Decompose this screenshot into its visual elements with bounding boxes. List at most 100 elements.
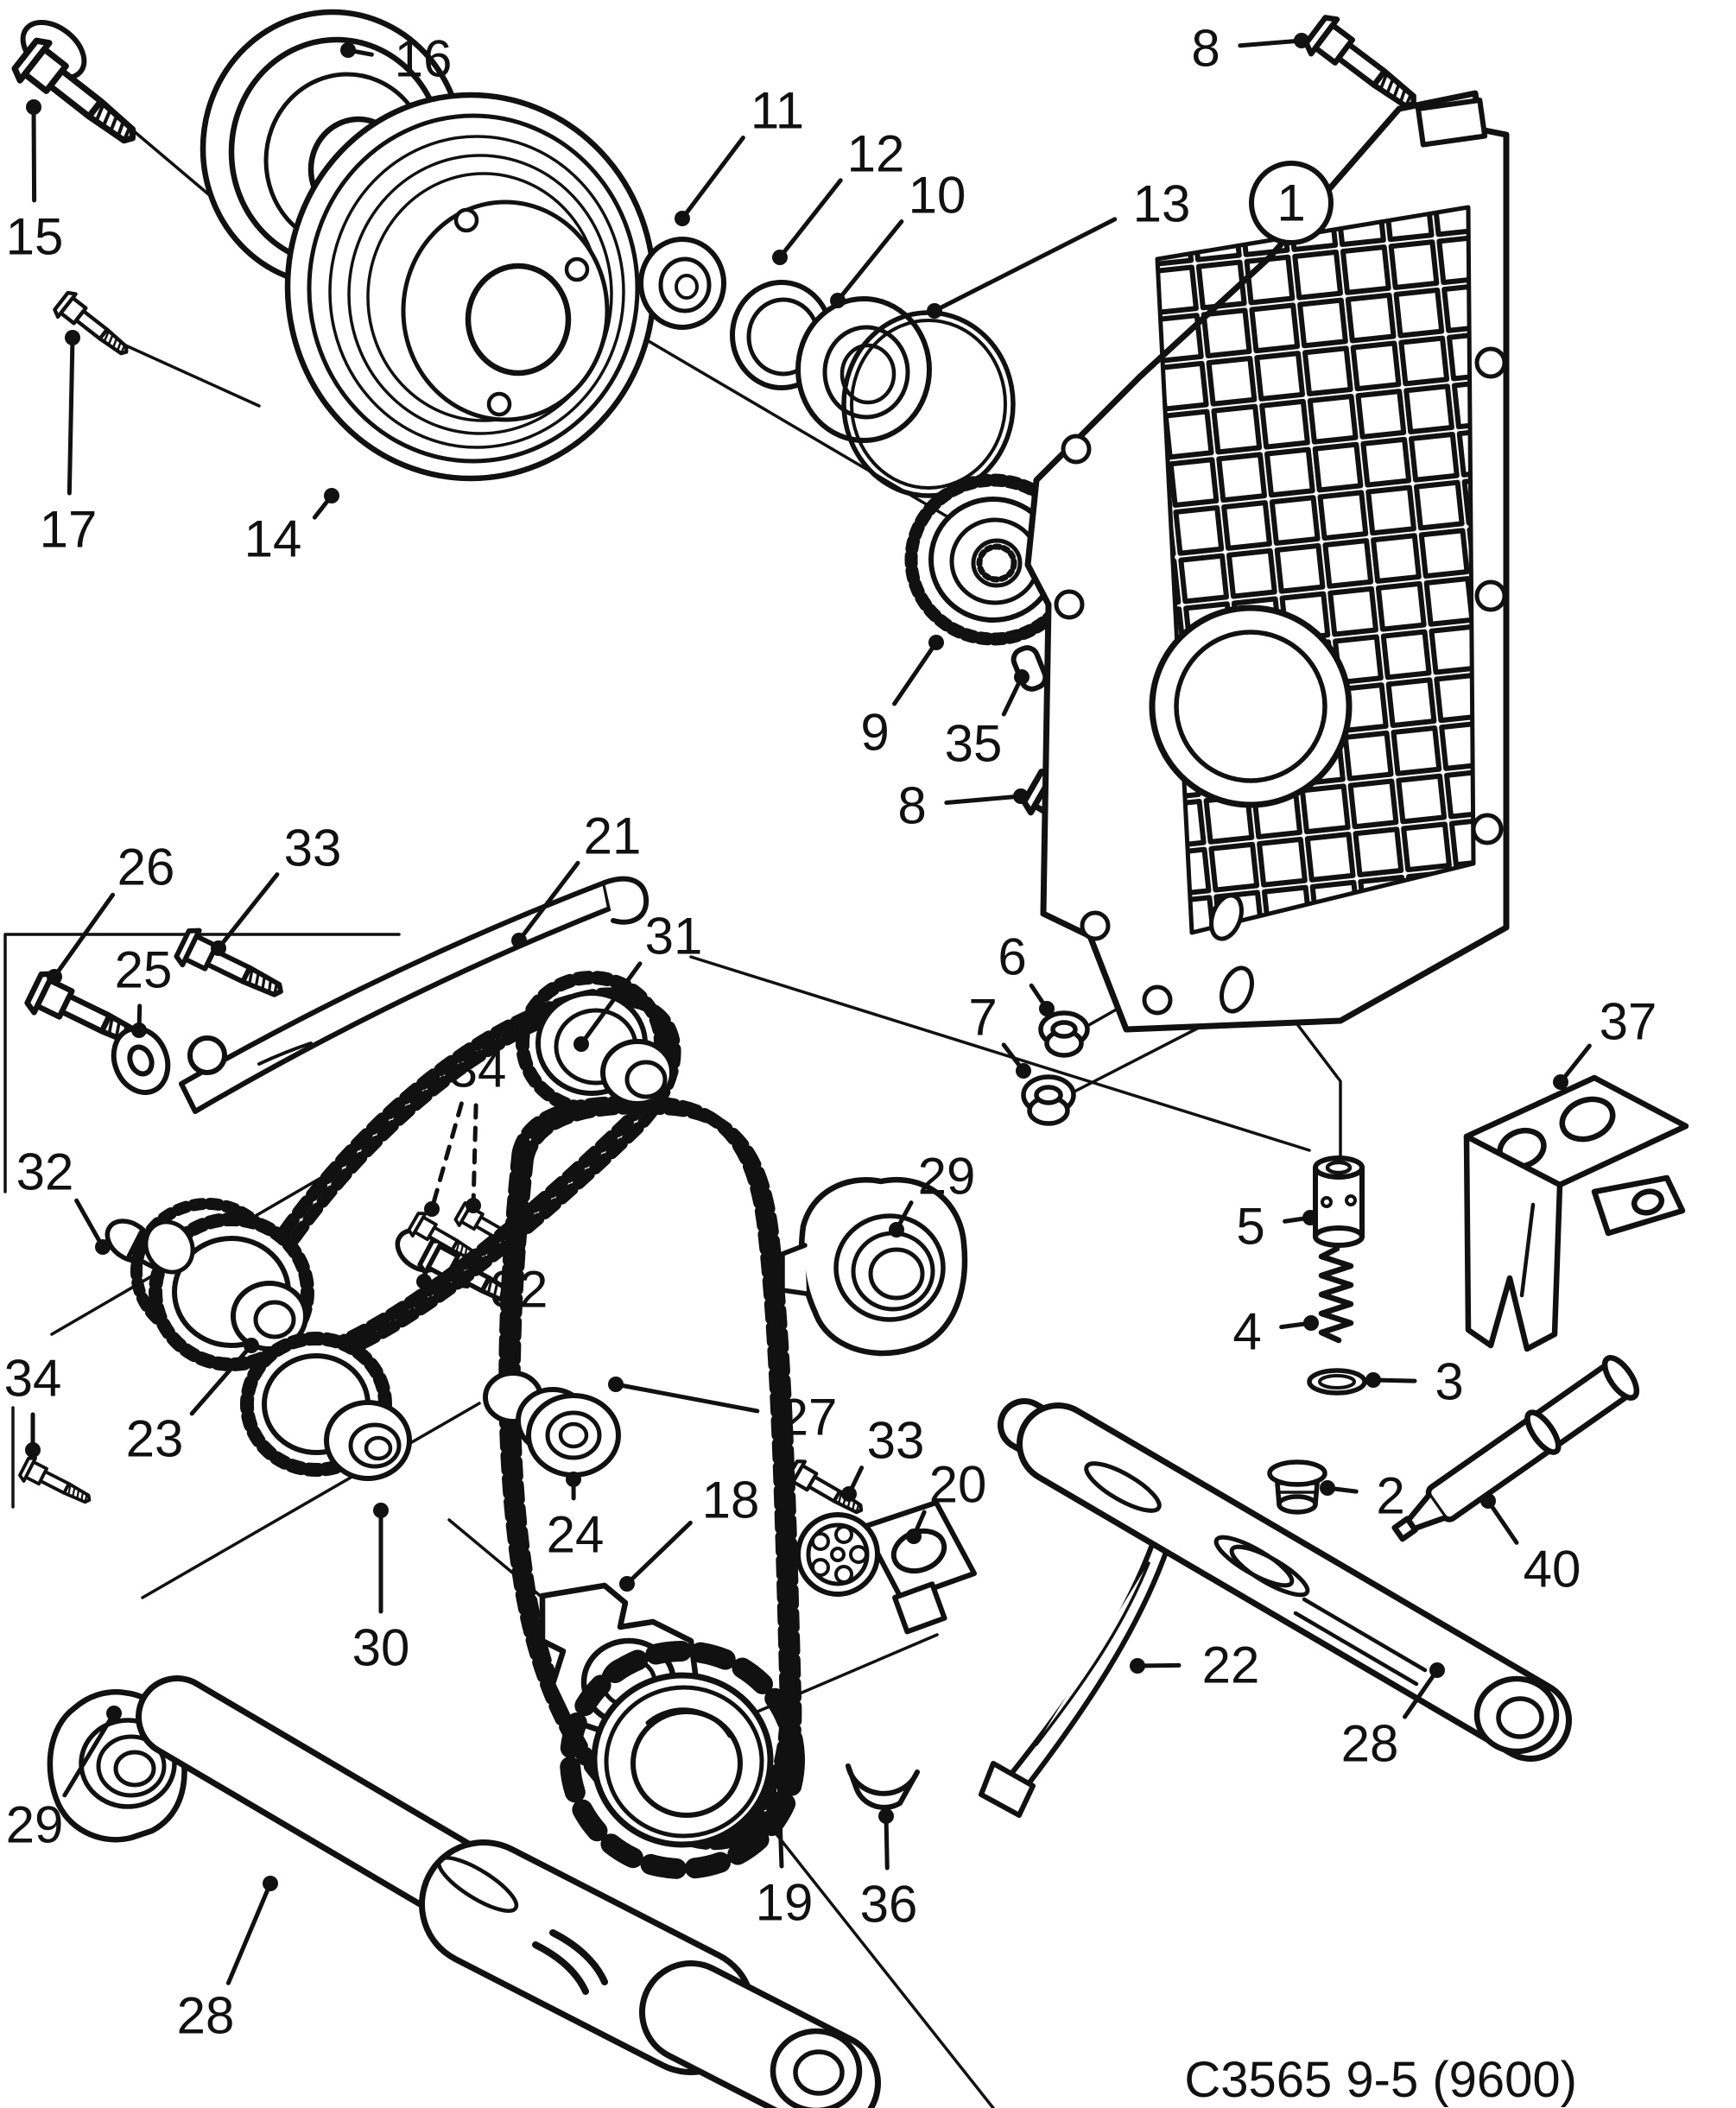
svg-text:1: 1 (1277, 174, 1305, 232)
callout-8: 8 (897, 777, 1029, 835)
callout-21: 21 (511, 807, 642, 948)
svg-text:37: 37 (1600, 993, 1657, 1051)
svg-text:40: 40 (1524, 1541, 1581, 1598)
svg-text:23: 23 (126, 1410, 184, 1468)
svg-text:27: 27 (780, 1389, 838, 1446)
callout-7: 7 (968, 989, 1031, 1079)
callout-18: 18 (619, 1472, 759, 1592)
seal-washer-6 (1038, 1010, 1090, 1058)
svg-text:22: 22 (1202, 1636, 1260, 1694)
callout-4: 4 (1232, 1303, 1319, 1361)
callout-19: 19 (756, 1809, 814, 1932)
callout-24: 24 (547, 1472, 605, 1564)
svg-text:9: 9 (860, 704, 889, 762)
woodruff-key-36 (846, 1763, 920, 1810)
svg-text:18: 18 (702, 1472, 760, 1529)
callout-16: 16 (340, 30, 452, 88)
callout-30: 30 (352, 1503, 409, 1677)
plug-2 (1267, 1459, 1327, 1515)
svg-text:29: 29 (6, 1796, 64, 1854)
svg-text:4: 4 (1232, 1303, 1261, 1361)
chain-guide-21 (179, 876, 649, 1114)
callout-25: 25 (115, 941, 173, 1038)
seal-housing-10 (795, 296, 932, 443)
svg-text:29: 29 (918, 1148, 976, 1206)
svg-text:14: 14 (244, 510, 302, 568)
callout-37: 37 (1553, 993, 1657, 1090)
svg-text:17: 17 (40, 501, 98, 559)
callout-29: 29 (6, 1706, 122, 1854)
callout-2: 2 (1320, 1467, 1405, 1525)
svg-text:24: 24 (547, 1506, 605, 1564)
hub-11 (638, 237, 726, 330)
callout-15: 15 (6, 99, 64, 266)
svg-text:3: 3 (1435, 1353, 1463, 1411)
balance-sprocket-31 (516, 971, 675, 1116)
svg-text:35: 35 (945, 715, 1003, 773)
svg-text:13: 13 (1133, 175, 1191, 233)
callout-40: 40 (1480, 1493, 1581, 1598)
pilot-valve-5 (1313, 1155, 1365, 1248)
callout-27: 27 (608, 1377, 837, 1446)
idler-gear-23 (130, 1198, 314, 1371)
camshaft-adjuster-24 (483, 1371, 621, 1478)
callout-32: 32 (416, 1261, 548, 1319)
callout-34: 34 (4, 1350, 61, 1458)
svg-text:25: 25 (115, 941, 173, 999)
callout-26: 26 (47, 839, 175, 984)
svg-text:15: 15 (6, 208, 64, 266)
crank-sprocket-19 (560, 1641, 805, 1879)
seal-washer-7 (1021, 1074, 1076, 1126)
installer-tool-40 (1391, 1355, 1640, 1542)
svg-text:12: 12 (847, 125, 905, 183)
callout-13: 13 (927, 175, 1191, 319)
callout-28: 28 (1341, 1662, 1445, 1773)
svg-text:32: 32 (491, 1261, 548, 1319)
svg-text:26: 26 (117, 839, 175, 896)
svg-text:16: 16 (395, 30, 453, 88)
svg-text:34: 34 (449, 1041, 507, 1098)
callout-33: 33 (211, 820, 342, 956)
bolt-33-top (174, 927, 289, 1009)
callout-10: 10 (830, 167, 966, 308)
callout-9: 9 (860, 635, 944, 762)
balance-shaft-28-right (998, 1398, 1572, 1762)
balance-gear-30 (240, 1332, 412, 1481)
callout-28: 28 (177, 1876, 278, 2045)
callout-1: 1 (1249, 161, 1334, 245)
callout-33: 33 (841, 1412, 924, 1502)
svg-text:21: 21 (584, 807, 642, 865)
callout-6: 6 (998, 928, 1055, 1016)
callout-8: 8 (1191, 20, 1309, 78)
washer-25 (111, 1026, 171, 1095)
chain-tensioner-20 (795, 1500, 977, 1635)
svg-text:20: 20 (929, 1456, 987, 1514)
crankshaft-gear-9 (904, 473, 1082, 646)
svg-text:6: 6 (998, 928, 1026, 986)
callout-11: 11 (675, 82, 804, 226)
bolt-34-left (16, 1453, 98, 1514)
callout-35: 35 (945, 669, 1030, 773)
drawing-code-caption: C3565 9-5 (9600) (1184, 2052, 1577, 2108)
svg-text:19: 19 (756, 1874, 814, 1932)
callout-17: 17 (40, 330, 98, 559)
grooved-pulley-14 (284, 92, 657, 482)
callout-3: 3 (1365, 1353, 1464, 1411)
callout-22: 22 (1130, 1636, 1259, 1694)
svg-text:7: 7 (968, 989, 997, 1047)
callout-32: 32 (16, 1143, 111, 1255)
callout-34: 34 (424, 1041, 507, 1217)
callout-5: 5 (1236, 1198, 1318, 1256)
callout-23: 23 (126, 1338, 259, 1468)
svg-text:32: 32 (16, 1143, 74, 1201)
svg-text:5: 5 (1236, 1198, 1264, 1256)
callout-20: 20 (906, 1456, 987, 1544)
svg-text:28: 28 (177, 1987, 235, 2045)
bolt-17 (53, 290, 136, 364)
svg-text:8: 8 (1191, 20, 1220, 78)
callout-14: 14 (244, 488, 339, 568)
svg-text:33: 33 (284, 820, 342, 877)
svg-text:8: 8 (897, 777, 926, 835)
